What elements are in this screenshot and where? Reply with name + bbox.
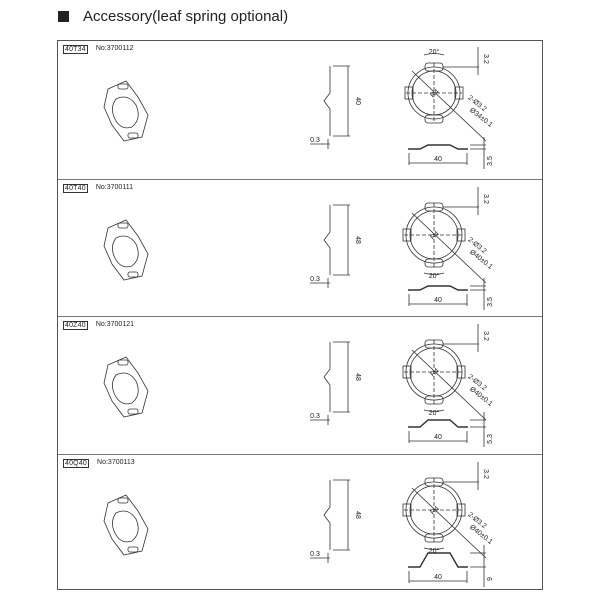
part-number: No:3700121	[95, 321, 135, 328]
isometric-view	[103, 494, 149, 555]
part-code: 40T34	[63, 45, 88, 54]
slot-offset-dimension: 3.2	[482, 194, 489, 204]
bottom-profile-view	[408, 137, 486, 169]
part-tag: 40Q40 No:3700113	[63, 458, 135, 468]
side-height-dimension: 48	[354, 373, 361, 381]
isometric-view	[103, 356, 149, 418]
center-radius-label: R4	[429, 230, 440, 241]
thickness-dimension: 0.3	[310, 551, 320, 558]
side-profile-view	[310, 341, 350, 425]
bottom-profile-view	[408, 277, 486, 310]
part-code: 40Z40	[63, 321, 88, 330]
depth-dimension: 3.5	[487, 297, 494, 307]
angle-dimension: 20°	[429, 409, 440, 417]
top-view	[404, 47, 487, 142]
slot-offset-dimension: 3.2	[482, 469, 489, 479]
angle-dimension: 20°	[429, 272, 440, 280]
center-radius-label: R4	[429, 367, 440, 378]
isometric-view	[103, 80, 149, 142]
side-profile-view	[310, 204, 350, 288]
slot-offset-dimension: 3.2	[482, 331, 489, 341]
width-dimension: 40	[434, 574, 442, 581]
top-view	[402, 324, 487, 421]
part-number: No:3700111	[95, 183, 133, 191]
part-tag: 40T40 No:3700111	[63, 183, 133, 193]
depth-dimension: 3.5	[487, 156, 494, 166]
side-profile-view	[310, 65, 350, 149]
depth-dimension: 9	[487, 576, 494, 580]
side-height-dimension: 48	[354, 236, 361, 244]
angle-dimension: 20°	[429, 48, 440, 56]
angle-dimension: 20°	[429, 547, 440, 555]
part-tag: 40Z40 No:3700121	[63, 321, 134, 330]
part-number: No:3700113	[97, 458, 135, 466]
side-height-dimension: 40	[354, 97, 361, 105]
width-dimension: 40	[434, 156, 442, 163]
bottom-profile-view	[408, 544, 486, 587]
thickness-dimension: 0.3	[310, 413, 320, 420]
heading-title: Accessory(leaf spring optional)	[83, 8, 289, 25]
center-radius-label: R4	[429, 505, 440, 516]
section-heading: Accessory(leaf spring optional)	[58, 8, 288, 25]
part-code: 40Q40	[63, 458, 90, 468]
thickness-dimension: 0.3	[310, 276, 320, 283]
width-dimension: 40	[434, 297, 442, 304]
bottom-profile-view	[408, 412, 486, 447]
depth-dimension: 5.3	[487, 434, 494, 444]
center-radius-label: R4	[429, 88, 440, 99]
part-tag: 40T34 No:3700112	[63, 45, 133, 54]
side-height-dimension: 48	[354, 511, 361, 519]
thickness-dimension: 0.3	[310, 137, 320, 144]
top-view	[402, 461, 487, 558]
top-view	[402, 186, 487, 283]
part-number: No:3700112	[95, 45, 134, 52]
width-dimension: 40	[434, 434, 442, 441]
slot-offset-dimension: 3.2	[482, 54, 489, 64]
filled-square-icon	[58, 11, 69, 22]
isometric-view	[103, 219, 149, 280]
side-profile-view	[310, 479, 350, 563]
part-code: 40T40	[63, 183, 88, 193]
